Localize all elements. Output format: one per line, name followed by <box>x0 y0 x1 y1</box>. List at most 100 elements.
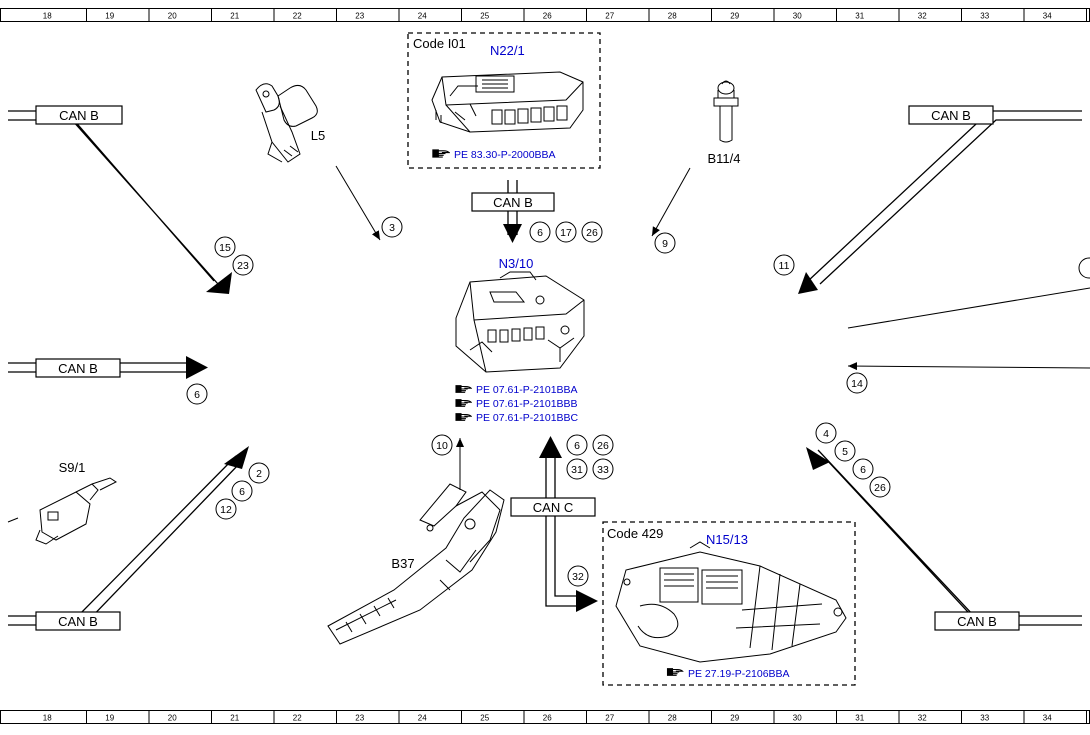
n22-1-code-label: Code I01 <box>413 36 466 51</box>
ruler-top-label: 27 <box>605 12 614 21</box>
s9-1-switch-drawing <box>35 477 117 545</box>
callout-circle <box>214 236 236 258</box>
callout-32: 32 <box>567 565 589 587</box>
ruler-top-label: 23 <box>355 12 364 21</box>
callout-9: 9 <box>654 232 676 254</box>
can-c-label: CAN C <box>533 500 573 515</box>
ruler-bottom-label: 26 <box>543 714 552 723</box>
callout-6: 6 <box>186 383 208 405</box>
callout-number: 14 <box>851 378 863 390</box>
callout-number: 2 <box>256 468 262 480</box>
n3-10-ref-3[interactable]: PE 07.61-P-2101BBC <box>476 412 579 424</box>
n3-10-ref-2[interactable]: PE 07.61-P-2101BBB <box>476 398 578 410</box>
callout-15: 15 <box>214 236 236 258</box>
can-b-top-left: CAN B <box>8 105 232 294</box>
pointing-hand-icon-2 <box>455 399 472 407</box>
ruler-bottom-label: 34 <box>1043 714 1052 723</box>
callout-number: 12 <box>220 504 232 516</box>
callout-circle <box>815 422 837 444</box>
callout-number: 33 <box>597 464 609 476</box>
callout-circle <box>567 565 589 587</box>
callout-6: 6 <box>566 434 588 456</box>
n15-13-module-drawing <box>615 541 847 663</box>
callout-circle <box>231 480 253 502</box>
can-b-label-top-left: CAN B <box>59 108 99 123</box>
callout-14: 14 <box>846 372 868 394</box>
callout-number: 26 <box>586 227 598 239</box>
callout-6: 6 <box>529 221 551 243</box>
callout-number: 3 <box>389 222 395 234</box>
callout-number: 6 <box>574 440 580 452</box>
callout-circle-clipped <box>1078 257 1090 279</box>
callout-number: 10 <box>436 440 448 452</box>
callout-circle <box>773 254 795 276</box>
ruler-top-label: 28 <box>668 12 677 21</box>
callout-5: 5 <box>834 440 856 462</box>
ruler-top-label: 22 <box>293 12 302 21</box>
callout-circle <box>581 221 603 243</box>
callout-circle <box>834 440 856 462</box>
b11-4-label: B11/4 <box>707 151 740 166</box>
ruler-top-label: 34 <box>1043 12 1052 21</box>
can-b-label-bottom-right: CAN B <box>957 614 997 629</box>
callout-number: 17 <box>560 227 572 239</box>
l5-sensor-drawing <box>255 83 318 163</box>
pointing-hand-icon <box>432 149 450 158</box>
ruler-top-label: 30 <box>793 12 802 21</box>
callout-26: 26 <box>581 221 603 243</box>
callout-number: 5 <box>842 446 848 458</box>
s9-1-switch: S9/1 <box>7 460 117 545</box>
callout-2: 2 <box>248 462 270 484</box>
callout-circle <box>232 254 254 276</box>
callout-17: 17 <box>555 221 577 243</box>
ruler-top-label: 24 <box>418 12 427 21</box>
can-b-label-bottom-left: CAN B <box>58 614 98 629</box>
can-b-label-center: CAN B <box>493 195 533 210</box>
ruler-bottom-label: 32 <box>918 714 927 723</box>
n22-1-module-drawing <box>431 71 584 133</box>
ruler-top-label: 25 <box>480 12 489 21</box>
callout-circle <box>592 458 614 480</box>
callout-circle <box>566 458 588 480</box>
callout-circle <box>381 216 403 238</box>
callout-26: 26 <box>592 434 614 456</box>
n15-13-ref[interactable]: PE 27.19-P-2106BBA <box>688 668 790 680</box>
ruler-bottom-label: 23 <box>355 714 364 723</box>
n3-10-id: N3/10 <box>499 256 534 271</box>
callout-circle <box>852 458 874 480</box>
l5-sensor: L5 <box>255 83 381 241</box>
callout-circle <box>248 462 270 484</box>
b37-label: B37 <box>391 556 414 571</box>
callout-circle <box>215 498 237 520</box>
ruler-bottom-label: 18 <box>43 714 52 723</box>
callout-number: 6 <box>194 389 200 401</box>
n3-10-ref-1[interactable]: PE 07.61-P-2101BBA <box>476 384 578 396</box>
ruler-bottom-label: 29 <box>730 714 739 723</box>
can-b-mid-left: CAN B <box>8 356 208 379</box>
callout-number: 6 <box>860 464 866 476</box>
n22-1-id: N22/1 <box>490 43 525 58</box>
callout-circle <box>846 372 868 394</box>
ruler-bottom-label: 28 <box>668 714 677 723</box>
right-signal-lines <box>847 287 1090 371</box>
pointing-hand-icon-3 <box>455 413 472 421</box>
n22-1-ref[interactable]: PE 83.30-P-2000BBA <box>454 149 556 161</box>
callout-23: 23 <box>232 254 254 276</box>
callout-circle <box>431 434 453 456</box>
ruler-bottom-label: 27 <box>605 714 614 723</box>
s9-1-label: S9/1 <box>59 460 86 475</box>
callout-12: 12 <box>215 498 237 520</box>
callout-6: 6 <box>231 480 253 502</box>
l5-label: L5 <box>311 128 325 143</box>
callout-number: 11 <box>779 260 790 272</box>
ruler-top-label: 21 <box>230 12 239 21</box>
n15-13-code-label: Code 429 <box>607 526 663 541</box>
callout-number: 9 <box>662 238 668 250</box>
n15-13-group: Code 429 N15/13 PE 27.19-P-2106BBA <box>602 521 856 686</box>
ruler-top-label: 20 <box>168 12 177 21</box>
pointing-hand-icon-1 <box>455 385 472 393</box>
callout-number: 23 <box>237 260 249 272</box>
callout-circle <box>566 434 588 456</box>
